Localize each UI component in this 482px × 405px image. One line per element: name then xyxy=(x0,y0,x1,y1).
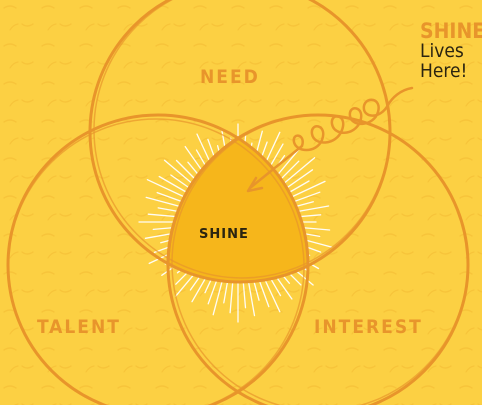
talent-label: TALENT xyxy=(37,316,121,338)
center-label: SHINE xyxy=(199,227,249,242)
callout-arrow xyxy=(246,86,414,193)
callout-text: SHINE Lives Here! xyxy=(420,20,482,82)
callout-highlight: SHINE xyxy=(420,19,482,43)
callout-line-2: Lives xyxy=(420,40,464,63)
callout-line-3: Here! xyxy=(420,59,468,82)
interest-label: INTEREST xyxy=(314,316,423,338)
need-label: NEED xyxy=(200,66,260,88)
